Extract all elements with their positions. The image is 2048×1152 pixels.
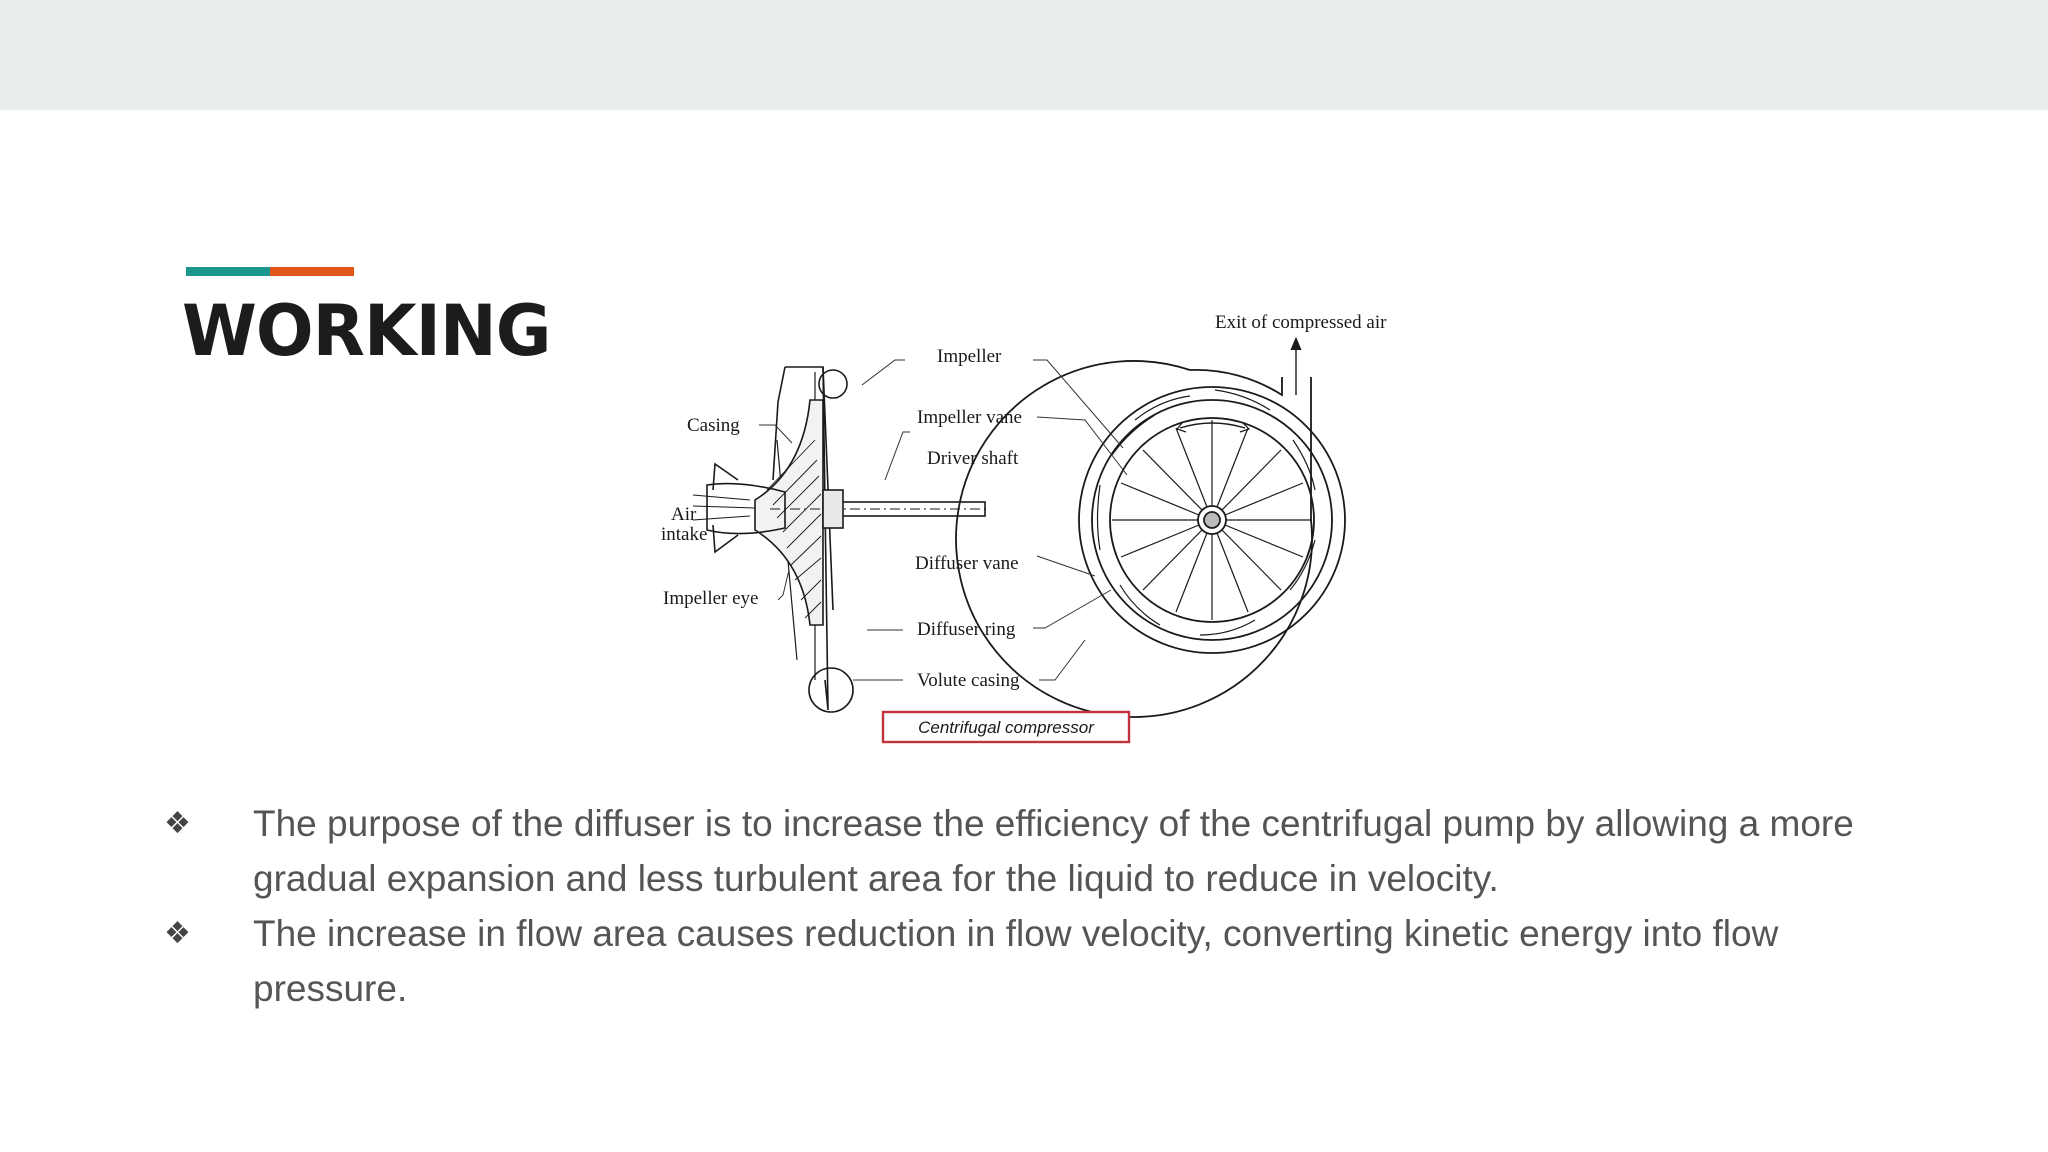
impeller-hatch bbox=[754, 399, 824, 626]
leader-lines bbox=[759, 359, 1128, 681]
accent-bar-orange bbox=[270, 267, 354, 276]
centrifugal-compressor-diagram: Exit of compressed air Impeller Impeller… bbox=[655, 280, 1435, 750]
label-casing: Casing bbox=[687, 415, 740, 436]
bullet-list: ❖ The purpose of the diffuser is to incr… bbox=[160, 796, 1900, 1016]
bullet-item: ❖ The increase in flow area causes reduc… bbox=[160, 906, 1900, 1016]
label-impeller: Impeller bbox=[937, 346, 1002, 367]
label-air: Air bbox=[671, 504, 697, 525]
label-exit: Exit of compressed air bbox=[1215, 312, 1387, 333]
compressor-drawing: Exit of compressed air Impeller Impeller… bbox=[661, 312, 1387, 744]
impeller-blades bbox=[1112, 420, 1312, 620]
label-impeller-eye: Impeller eye bbox=[663, 588, 758, 609]
bullet-item: ❖ The purpose of the diffuser is to incr… bbox=[160, 796, 1900, 906]
label-volute-casing: Volute casing bbox=[917, 670, 1020, 691]
diamond-cluster-icon: ❖ bbox=[164, 806, 191, 841]
bullet-text: The purpose of the diffuser is to increa… bbox=[253, 803, 1854, 899]
slide-title: WORKING bbox=[182, 290, 552, 372]
caption-text: Centrifugal compressor bbox=[918, 718, 1095, 737]
label-driver-shaft: Driver shaft bbox=[927, 448, 1019, 469]
diffuser-vanes bbox=[1096, 389, 1316, 636]
label-impeller-vane: Impeller vane bbox=[917, 407, 1022, 428]
label-diffuser-ring: Diffuser ring bbox=[917, 619, 1016, 640]
diamond-cluster-icon: ❖ bbox=[164, 916, 191, 951]
bullet-text: The increase in flow area causes reducti… bbox=[253, 913, 1779, 1009]
accent-bar-teal bbox=[186, 267, 270, 276]
caption-box bbox=[881, 710, 1131, 744]
label-intake: intake bbox=[661, 524, 707, 545]
label-diffuser-vane: Diffuser vane bbox=[915, 553, 1019, 574]
volute-front-view bbox=[955, 336, 1346, 718]
header-band bbox=[0, 0, 2048, 110]
